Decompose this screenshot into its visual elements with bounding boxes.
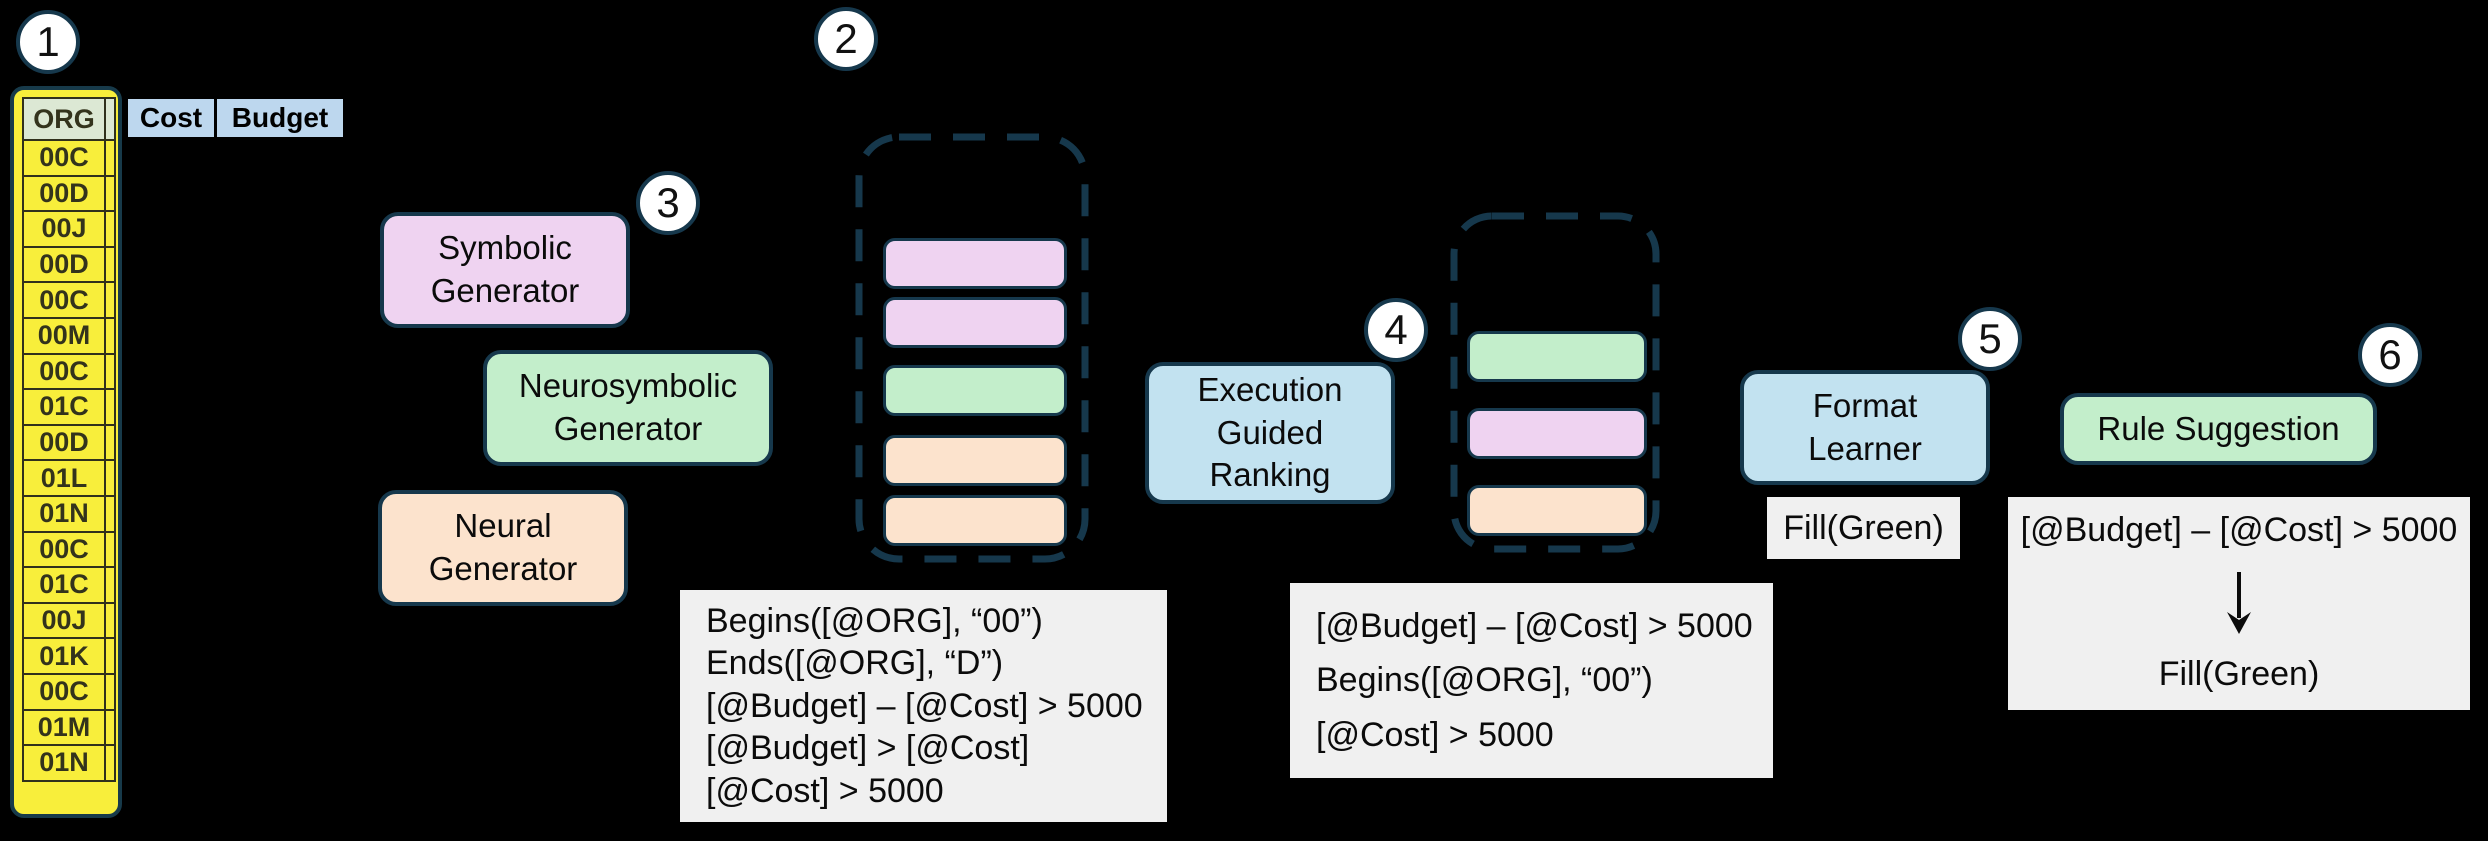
org-column-selection: ORG 00C 00D 00J 00D 00C 00M 00C 01C 00D … (10, 86, 122, 818)
step-badge-6: 6 (2358, 323, 2422, 387)
org-cell: 01M (22, 708, 106, 747)
step-badge-2: 2 (814, 7, 878, 71)
rule-text-line: [@Cost] > 5000 (706, 771, 944, 810)
ranked-rule-bar (1467, 485, 1647, 536)
step-badge-3: 3 (636, 171, 700, 235)
org-column-spacer (104, 566, 116, 604)
ranked-rules-panel: [@Budget] – [@Cost] > 5000 Begins([@ORG]… (1290, 583, 1773, 778)
table-row: 00C (22, 352, 118, 391)
org-column-spacer (104, 352, 116, 391)
org-cell: 00C (22, 281, 106, 319)
symbolic-generator-box: Symbolic Generator (380, 212, 630, 328)
cost-header-cell: Cost (125, 96, 217, 140)
format-learner-box: Format Learner (1740, 370, 1990, 485)
org-column-spacer (104, 281, 116, 319)
neural-generator-box: Neural Generator (378, 490, 628, 606)
rule-text-line: Ends([@ORG], “D”) (706, 644, 1004, 682)
org-column-spacer (104, 210, 116, 248)
org-cell: 00D (22, 423, 106, 462)
candidate-pool-dashed-border (855, 133, 1089, 563)
step-badge-5: 5 (1958, 307, 2022, 371)
ranked-rule-bar (1467, 331, 1647, 382)
org-cell: 00J (22, 210, 106, 248)
org-cell: 00J (22, 601, 106, 640)
org-column-spacer (104, 316, 116, 355)
org-column-spacer (104, 174, 116, 213)
table-row: 00J (22, 210, 118, 248)
org-column-spacer (104, 423, 116, 462)
org-header-cell: ORG (22, 97, 106, 141)
org-column-spacer (104, 637, 116, 675)
org-column-spacer (104, 459, 116, 497)
candidate-rule-bar (883, 365, 1067, 416)
suggestion-condition: [@Budget] – [@Cost] > 5000 (2020, 511, 2458, 549)
table-row: 01C (22, 388, 118, 426)
org-cell: 01C (22, 566, 106, 604)
table-row: 00D (22, 174, 118, 213)
neurosymbolic-generator-box: Neurosymbolic Generator (483, 350, 773, 466)
org-cell: 01K (22, 637, 106, 675)
org-column-spacer (104, 744, 116, 782)
org-cell: 01C (22, 388, 106, 426)
table-row: 00M (22, 316, 118, 355)
org-column-spacer (104, 672, 116, 711)
org-column-spacer (104, 139, 116, 177)
org-cell: 00D (22, 245, 106, 284)
table-row: 00D (22, 423, 118, 462)
rule-suggestion-box: Rule Suggestion (2060, 393, 2377, 465)
execution-guided-ranking-box: Execution Guided Ranking (1145, 362, 1395, 504)
generated-rules-panel: Begins([@ORG], “00”) Ends([@ORG], “D”) [… (680, 590, 1167, 822)
table-row: 00C (22, 672, 118, 711)
org-column-spacer (104, 708, 116, 747)
rule-text-line: [@Budget] > [@Cost] (706, 729, 1030, 767)
candidate-rule-bar (883, 238, 1067, 289)
ranked-rule-bar (1467, 408, 1647, 459)
table-row: 01L (22, 459, 118, 497)
suggestion-panel: [@Budget] – [@Cost] > 5000 Fill(Green) (2008, 497, 2470, 710)
table-row: 01K (22, 637, 118, 675)
candidate-rule-bar (883, 495, 1067, 546)
step-badge-4: 4 (1364, 298, 1428, 362)
table-row: 00J (22, 601, 118, 640)
table-row: 01N (22, 744, 118, 782)
ranked-pool-dashed-border (1450, 212, 1660, 553)
table-row: 01M (22, 708, 118, 747)
suggestion-action: Fill(Green) (2158, 655, 2320, 693)
table-row: 01C (22, 566, 118, 604)
org-cell: 00C (22, 139, 106, 177)
rule-text-line: [@Cost] > 5000 (1316, 715, 1554, 754)
table-row: 00C (22, 530, 118, 569)
table-row: 01N (22, 494, 118, 533)
table-row: 00D (22, 245, 118, 284)
org-column-spacer (104, 601, 116, 640)
table-row: 00C (22, 281, 118, 319)
step-badge-1: 1 (16, 10, 80, 74)
rule-text-line: Begins([@ORG], “00”) (706, 601, 1043, 640)
org-cell: 01N (22, 744, 106, 782)
org-cell: 00M (22, 316, 106, 355)
org-column-spacer (104, 245, 116, 284)
org-cell: 01L (22, 459, 106, 497)
format-output-panel: Fill(Green) (1767, 497, 1960, 559)
org-column-spacer (104, 388, 116, 426)
org-cell: 00D (22, 174, 106, 213)
org-cell: 00C (22, 352, 106, 391)
rule-text-line: Begins([@ORG], “00”) (1316, 661, 1653, 699)
org-cell: 01N (22, 494, 106, 533)
rule-text-line: [@Budget] – [@Cost] > 5000 (1316, 606, 1753, 645)
org-cell: 00C (22, 530, 106, 569)
table-row: 00C (22, 139, 118, 177)
budget-header-cell: Budget (214, 96, 346, 140)
table-header-row: ORG (22, 97, 118, 141)
rule-text-line: [@Budget] – [@Cost] > 5000 (706, 686, 1143, 725)
org-cell: 00C (22, 672, 106, 711)
candidate-rule-bar (883, 435, 1067, 486)
org-column-spacer (104, 530, 116, 569)
candidate-rule-bar (883, 297, 1067, 348)
org-column-spacer (104, 97, 116, 141)
org-column-spacer (104, 494, 116, 533)
arrow-down-icon (2227, 571, 2251, 634)
